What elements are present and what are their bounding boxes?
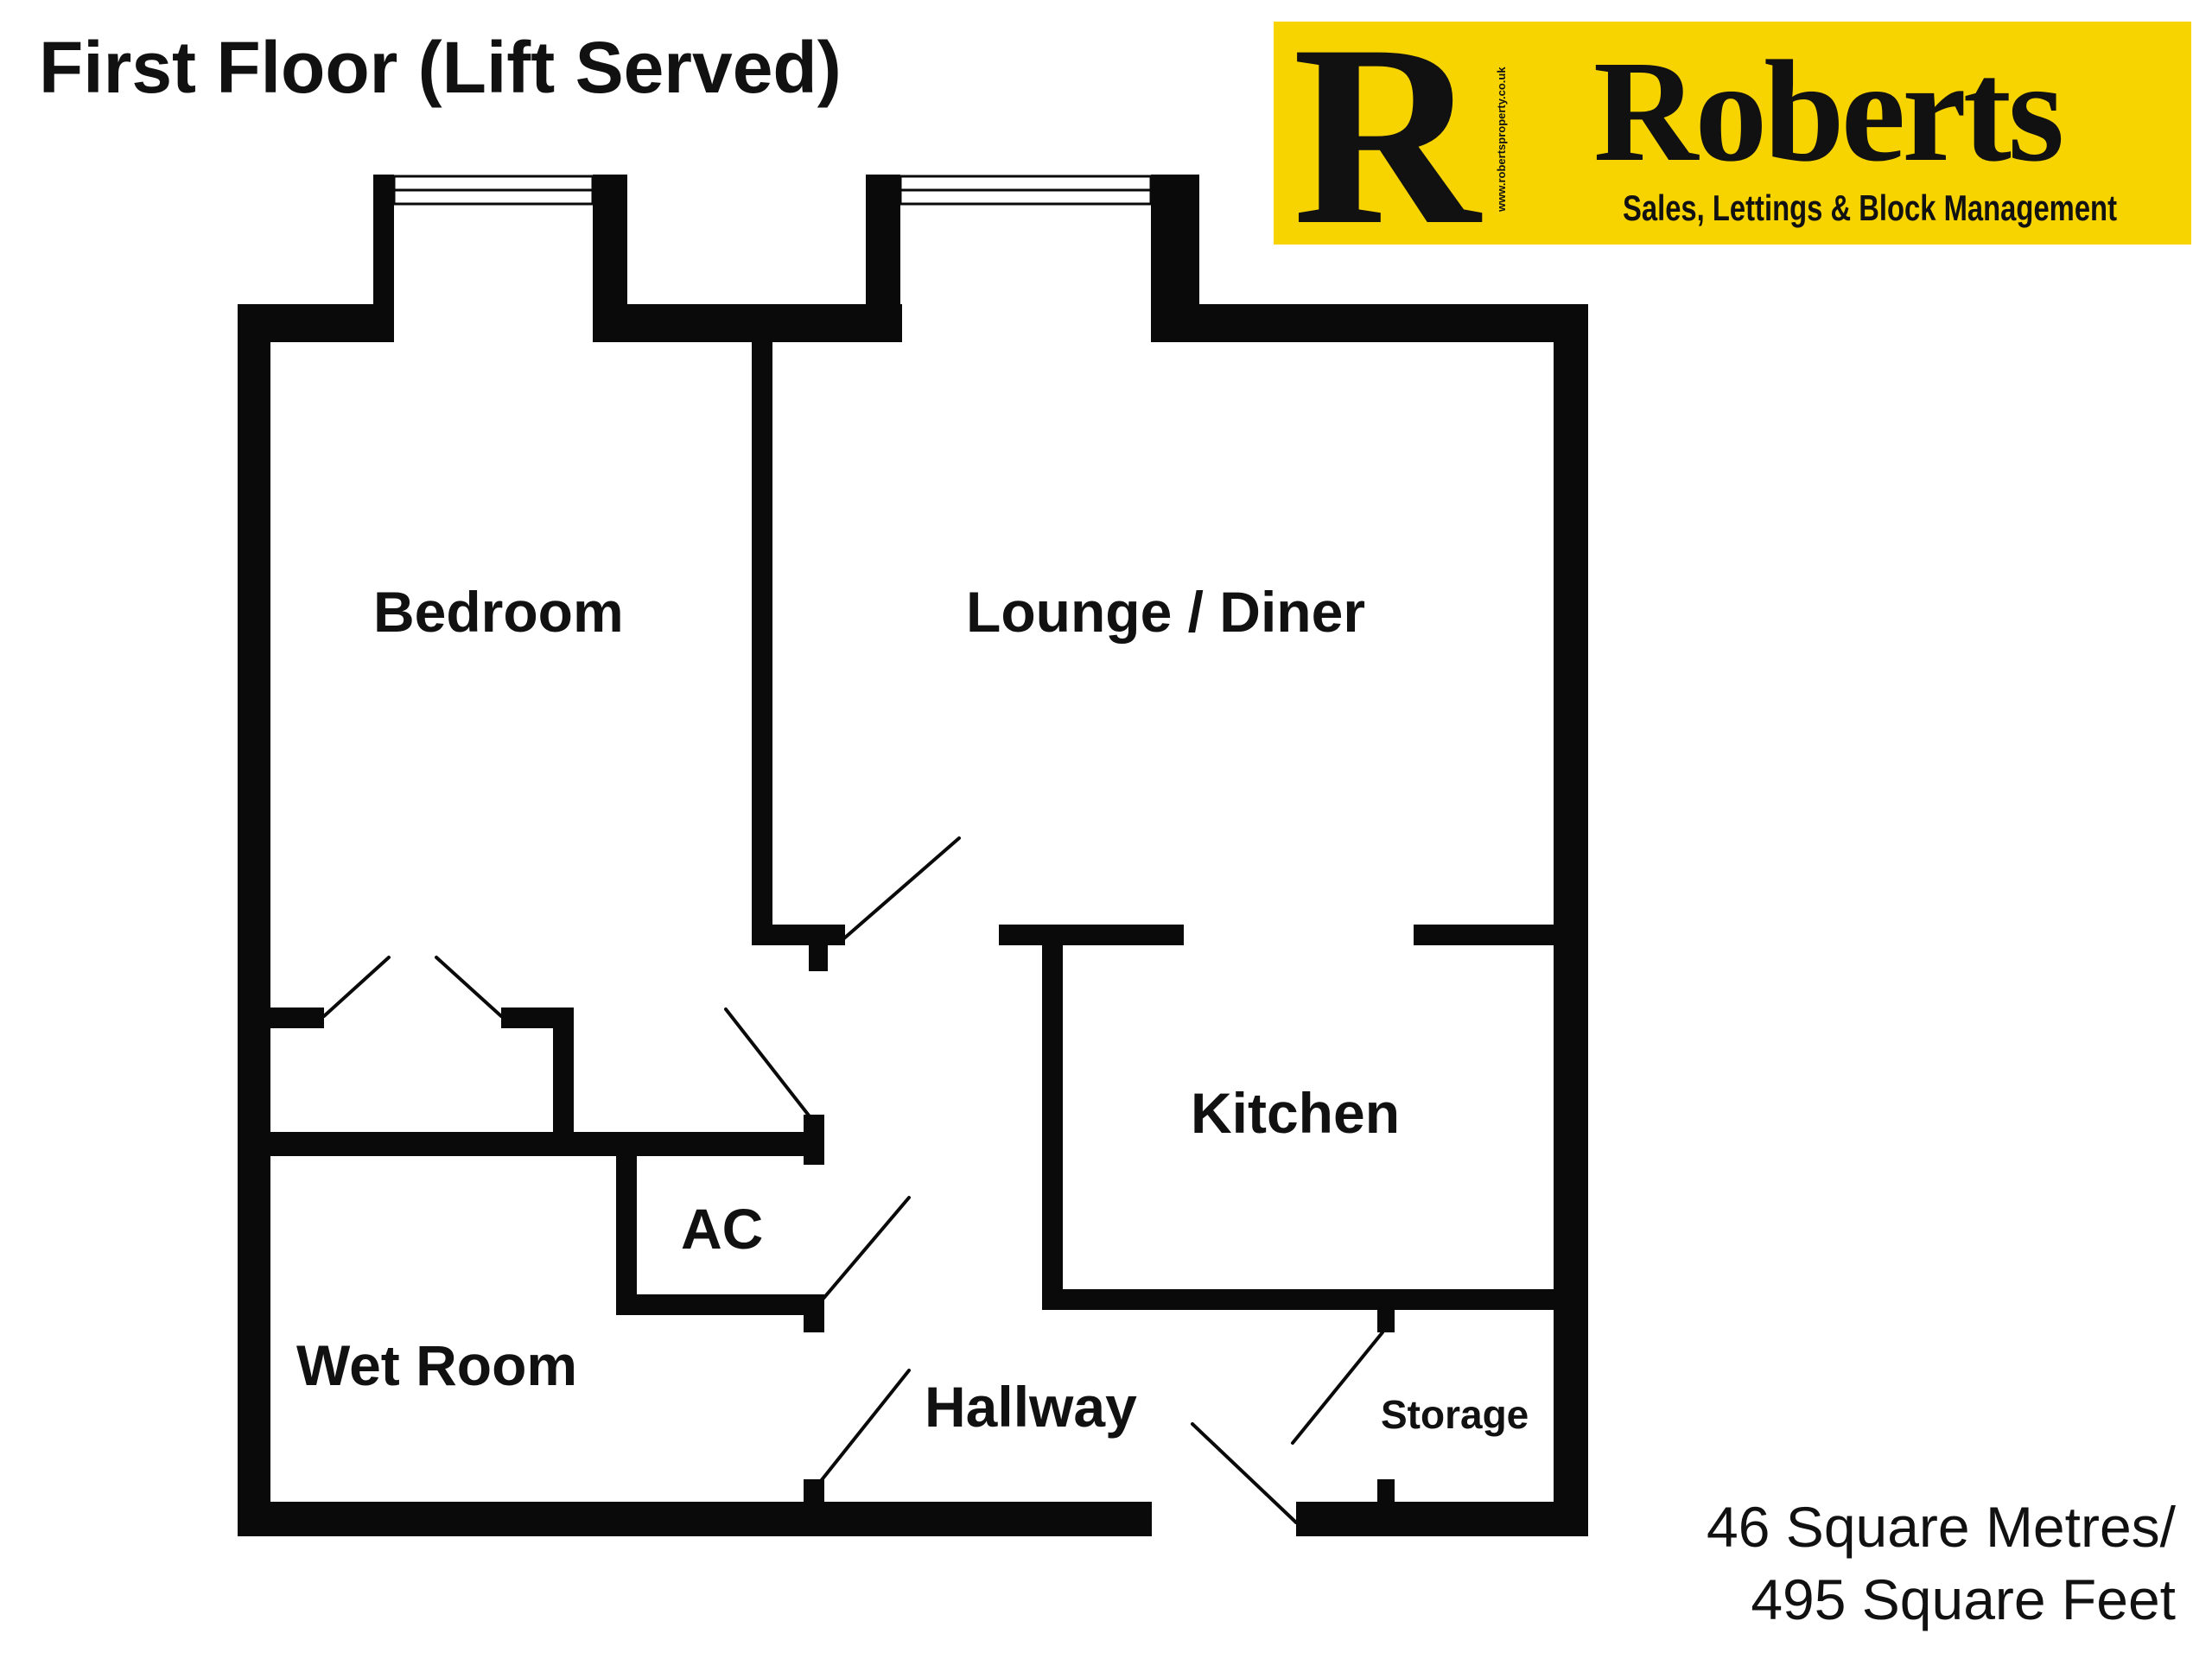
logo-letter: R [1293,22,1483,245]
door-swing [322,956,391,1018]
door-swing [724,1007,814,1122]
wall [752,925,845,945]
room-label-kitchen: Kitchen [1191,1081,1401,1145]
room-label-wet-room: Wet Room [296,1333,578,1397]
wall [804,1115,824,1165]
logo-background [1274,22,2191,245]
wall [809,925,828,971]
wall [1042,1289,1588,1310]
door-swing [435,956,503,1018]
windows [392,175,1153,206]
wall [373,175,394,342]
wall [616,1156,637,1315]
area-metric: 46 Square Metres/ [1707,1495,2176,1559]
door-swing [1291,1331,1384,1445]
page-title: First Floor (Lift Served) [39,27,842,108]
wall [270,1132,823,1156]
wall [1377,1479,1395,1505]
wall [270,1007,324,1028]
wall [1165,304,1588,342]
room-label-hallway: Hallway [925,1375,1137,1439]
logo-website: www.robertsproperty.co.uk [1495,67,1508,213]
roberts-logo: R www.robertsproperty.co.uk Roberts Sale… [1274,22,2191,245]
wall [1042,925,1063,1310]
wall [593,304,902,342]
wall [752,342,772,942]
room-label-ac: AC [681,1197,764,1261]
logo-tagline: Sales, Lettings & Block Management [1623,188,2117,228]
floor-area: 46 Square Metres/ 495 Square Feet [1707,1491,2176,1636]
room-label-lounge-diner: Lounge / Diner [966,580,1365,644]
wall [866,175,900,342]
wall [553,1007,574,1142]
door-swing [836,836,961,945]
wall [1377,1306,1395,1332]
wall [1296,1502,1313,1536]
door-swing [1191,1422,1298,1524]
area-imperial: 495 Square Feet [1751,1567,2176,1631]
room-label-bedroom: Bedroom [373,580,624,644]
wall [238,304,270,1536]
wall [1414,925,1573,945]
logo-brand: Roberts [1593,31,2062,192]
wall [616,1294,823,1315]
door-swing [810,1196,911,1313]
walls [238,175,1588,1536]
door-swing [812,1369,911,1491]
wall [238,1502,1152,1536]
room-label-storage: Storage [1381,1392,1529,1437]
wall [1554,304,1588,1536]
wall [999,925,1184,945]
door-swings [322,836,1384,1524]
wall [1300,1502,1588,1536]
